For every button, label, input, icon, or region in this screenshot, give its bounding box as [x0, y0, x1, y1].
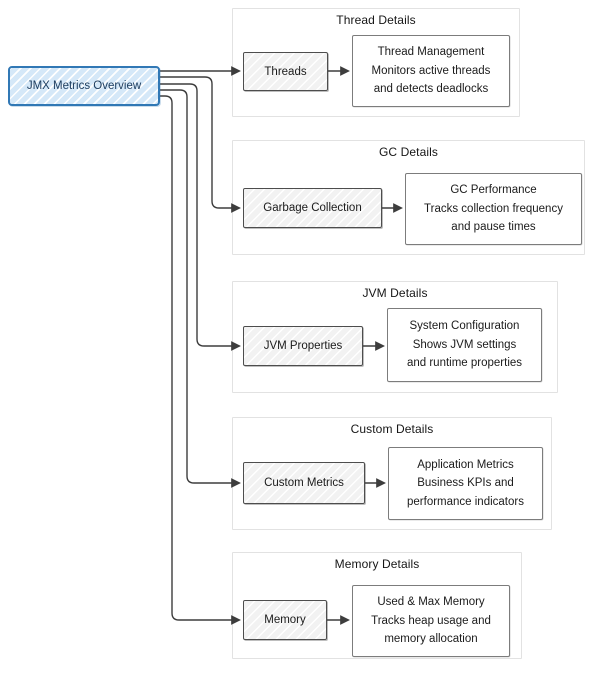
desc-gc-performance: GC Performance Tracks collection frequen…: [405, 173, 582, 245]
desc-line: GC Performance: [450, 184, 537, 197]
desc-line: Application Metrics: [417, 458, 514, 471]
desc-application-metrics: Application Metrics Business KPIs and pe…: [388, 447, 543, 520]
node-custom-metrics: Custom Metrics: [243, 462, 365, 504]
node-threads-label: Threads: [264, 65, 307, 78]
group-title-jvm-details: JVM Details: [362, 286, 428, 300]
node-memory-label: Memory: [264, 614, 306, 626]
node-threads: Threads: [243, 52, 328, 91]
desc-line: and runtime properties: [406, 357, 523, 370]
desc-line: and detects deadlocks: [373, 83, 489, 96]
desc-line: Tracks collection frequency: [424, 202, 563, 215]
desc-thread-management: Thread Management Monitors active thread…: [352, 35, 510, 107]
desc-line: memory allocation: [384, 633, 478, 646]
node-custom-metrics-label: Custom Metrics: [264, 477, 344, 489]
desc-line: and pause times: [451, 221, 536, 234]
edge-root-to-garbage-collection: [159, 76, 241, 213]
desc-line: System Configuration: [409, 320, 520, 333]
group-title-gc-details: GC Details: [378, 145, 438, 159]
node-memory: Memory: [243, 600, 327, 640]
desc-line: performance indicators: [407, 495, 524, 508]
edge-root-to-jvm-properties: [159, 83, 241, 351]
desc-line: Monitors active threads: [371, 64, 491, 77]
edge-root-to-custom-metrics: [159, 89, 241, 488]
desc-system-configuration: System Configuration Shows JVM settings …: [387, 308, 542, 382]
desc-line: Tracks heap usage and: [371, 614, 491, 627]
node-garbage-collection-label: Garbage Collection: [263, 202, 362, 214]
node-jvm-properties-label: JVM Properties: [263, 340, 343, 352]
group-title-custom-details: Custom Details: [350, 422, 434, 436]
node-jvm-properties: JVM Properties: [243, 326, 363, 366]
desc-line: Shows JVM settings: [412, 338, 517, 351]
desc-line: Thread Management: [377, 46, 485, 59]
group-title-thread-details: Thread Details: [336, 13, 416, 27]
node-garbage-collection: Garbage Collection: [243, 188, 382, 228]
root-node-label: JMX Metrics Overview: [26, 80, 142, 92]
edge-root-to-memory: [159, 95, 241, 625]
group-title-memory-details: Memory Details: [334, 557, 420, 571]
desc-line: Business KPIs and: [417, 477, 514, 490]
root-node-jmx-metrics-overview: JMX Metrics Overview: [8, 66, 160, 106]
desc-used-max-memory: Used & Max Memory Tracks heap usage and …: [352, 585, 510, 657]
desc-line: Used & Max Memory: [377, 596, 485, 609]
